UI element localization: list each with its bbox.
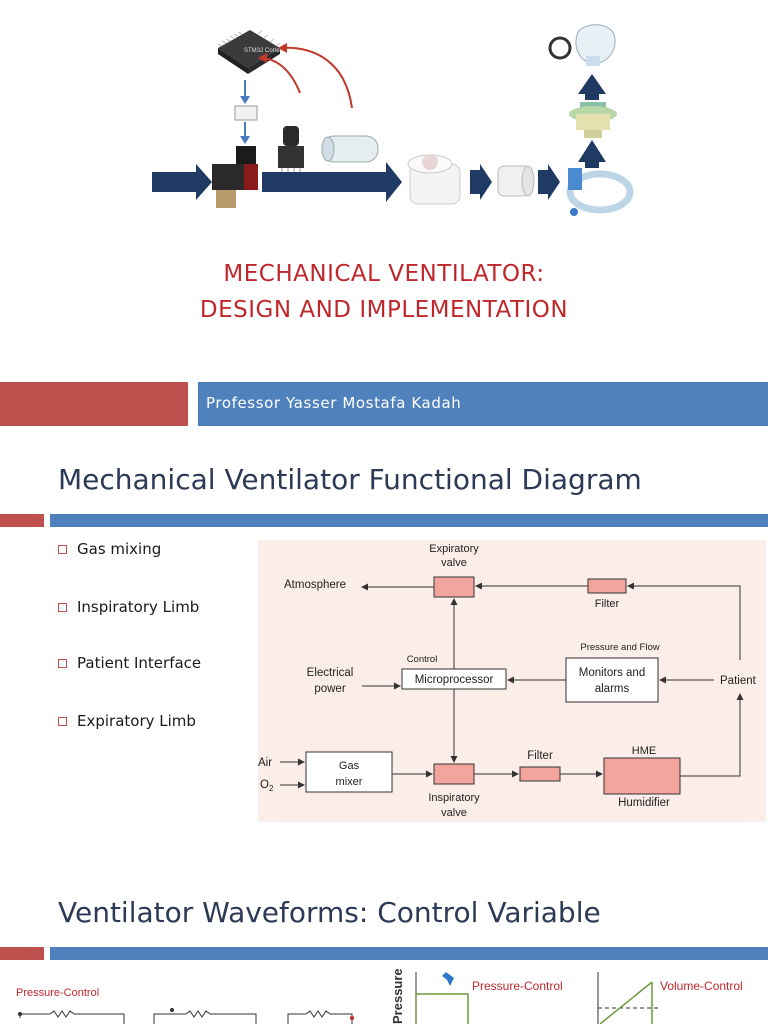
monitors-label: Monitors and bbox=[579, 667, 645, 679]
inspiratory-valve-label: Inspiratory bbox=[428, 792, 480, 804]
bullet-square-icon bbox=[58, 716, 67, 726]
patient-label: Patient bbox=[720, 675, 757, 687]
volume-control-graph-label: Volume-Control bbox=[660, 979, 743, 993]
heading-bar bbox=[50, 947, 768, 960]
electrical-power-label: Electrical bbox=[307, 667, 354, 679]
heading-bar bbox=[50, 514, 768, 527]
title-line-1: MECHANICAL VENTILATOR: bbox=[223, 261, 545, 287]
bacterial-filter-image bbox=[407, 154, 461, 205]
microcontroller-chip-image: STM32 Cortex bbox=[217, 30, 283, 74]
o2-label: O2 bbox=[260, 779, 274, 793]
expiratory-valve-label-2: valve bbox=[441, 557, 467, 569]
pressure-control-graph-label: Pressure-Control bbox=[472, 979, 563, 993]
pressure-control-circuit-label: Pressure-Control bbox=[16, 987, 100, 999]
ventilator-device-illustration: STM32 Cortex bbox=[152, 24, 634, 216]
humidifier-box bbox=[603, 757, 681, 795]
gas-mixer-label-2: mixer bbox=[336, 776, 363, 788]
pressure-flow-label: Pressure and Flow bbox=[580, 642, 659, 653]
inspiratory-valve-label-2: valve bbox=[441, 807, 467, 819]
solenoid-valve-image bbox=[212, 146, 258, 208]
waveform-graphs: Pressure Pressure-Control Volume-Control bbox=[390, 968, 743, 1024]
author-bar: Professor Yasser Mostafa Kadah bbox=[198, 382, 768, 426]
monitors-box bbox=[565, 657, 659, 703]
bullet-text: Inspiratory Limb bbox=[77, 598, 200, 616]
expiratory-valve-label: Expiratory bbox=[429, 543, 479, 555]
microprocessor-label: Microprocessor bbox=[415, 674, 494, 686]
bullet-item: Patient Interface bbox=[58, 654, 201, 672]
pressure-control-graph: Pressure-Control bbox=[415, 972, 563, 1024]
filter-top-label: Filter bbox=[595, 598, 620, 610]
hme-label: HME bbox=[632, 745, 656, 757]
author-name: Professor Yasser Mostafa Kadah bbox=[206, 394, 462, 412]
heading-bar-accent bbox=[0, 514, 44, 527]
slide-heading: Mechanical Ventilator Functional Diagram bbox=[58, 463, 642, 496]
bullet-item: Expiratory Limb bbox=[58, 712, 196, 730]
pressure-axis-label: Pressure bbox=[390, 968, 405, 1024]
functional-block-diagram: Expiratory valve Atmosphere Filter Press… bbox=[258, 540, 766, 822]
monitors-label-2: alarms bbox=[595, 683, 630, 695]
bullet-text: Patient Interface bbox=[77, 654, 202, 672]
humidifier-label: Humidifier bbox=[618, 797, 670, 809]
hme-filter-image bbox=[569, 102, 617, 138]
circuit-models-illustration bbox=[18, 1008, 354, 1024]
bullet-text: Expiratory Limb bbox=[77, 712, 196, 730]
bullet-item: Gas mixing bbox=[58, 540, 161, 558]
heading-bar-accent bbox=[0, 947, 44, 960]
gas-mixer-box bbox=[305, 751, 393, 793]
pressure-sensor-image bbox=[278, 126, 304, 176]
control-label: Control bbox=[407, 654, 438, 665]
bullet-item: Inspiratory Limb bbox=[58, 598, 199, 616]
bullet-text: Gas mixing bbox=[77, 540, 162, 558]
air-label: Air bbox=[258, 757, 272, 769]
tube-connector-image bbox=[497, 165, 535, 197]
gas-mixer-label: Gas bbox=[339, 760, 360, 772]
bullet-square-icon bbox=[58, 658, 67, 668]
svg-text:STM32 Cortex: STM32 Cortex bbox=[244, 48, 283, 54]
atmosphere-label: Atmosphere bbox=[284, 579, 346, 591]
face-mask-image bbox=[548, 24, 616, 66]
filter-bottom-box bbox=[519, 766, 561, 782]
title-line-2: DESIGN AND IMPLEMENTATION bbox=[199, 297, 569, 323]
electrical-power-label-2: power bbox=[314, 683, 345, 695]
expiratory-valve-box bbox=[433, 576, 475, 598]
filter-top-box bbox=[587, 578, 627, 594]
author-bar-accent bbox=[0, 382, 188, 426]
flow-sensor-image bbox=[321, 135, 379, 163]
slide-heading: Ventilator Waveforms: Control Variable bbox=[58, 896, 601, 929]
inspiratory-valve-box bbox=[433, 763, 475, 785]
filter-bottom-label: Filter bbox=[527, 750, 553, 762]
volume-control-graph: Volume-Control bbox=[597, 972, 743, 1024]
bullet-square-icon bbox=[58, 602, 67, 612]
bullet-square-icon bbox=[58, 544, 67, 554]
breathing-circuit-image bbox=[566, 168, 634, 216]
